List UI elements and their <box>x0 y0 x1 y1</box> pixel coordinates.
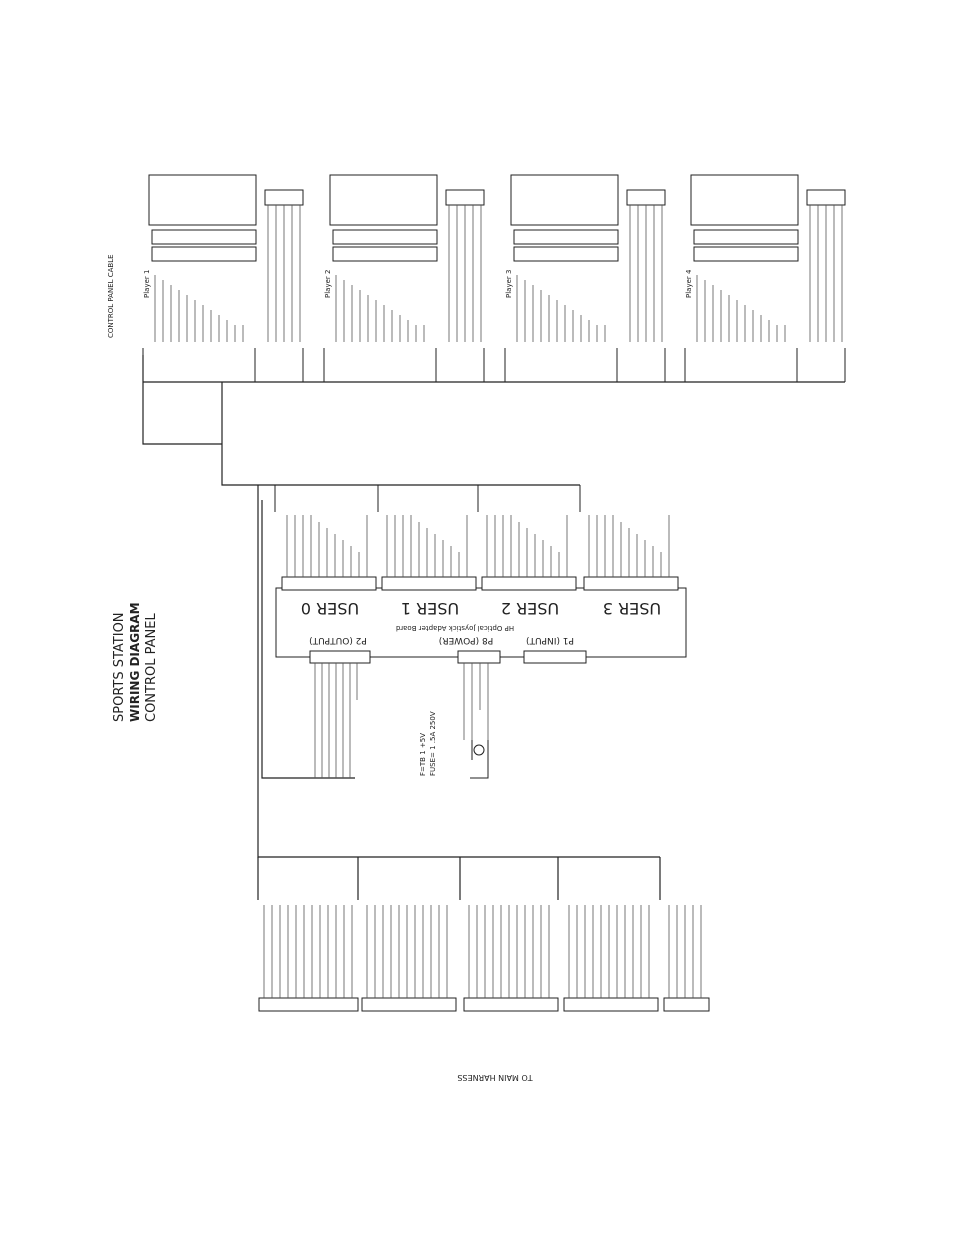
player-module-2: Player 2 <box>324 175 484 382</box>
board-outline <box>276 588 686 657</box>
player-module-3: Player 3 <box>505 175 665 382</box>
harness-label: TO MAIN HARNESS <box>457 1073 533 1082</box>
title-line-2: WIRING DIAGRAM <box>128 602 142 722</box>
user-header-1 <box>382 515 476 590</box>
title-line-3: CONTROL PANEL <box>144 613 159 722</box>
harness-connector-2 <box>362 905 456 1011</box>
title-line-1: SPORTS STATION <box>112 612 127 722</box>
board-name: HP Optical Joystick Adapter Board <box>396 624 514 632</box>
harness-connector-4 <box>564 905 658 1011</box>
player-module-1: Player 1 <box>143 175 303 382</box>
pin-strip <box>694 230 798 244</box>
connector-p8 <box>458 651 500 663</box>
fuse-icon <box>474 745 484 755</box>
output-wires <box>315 663 357 778</box>
switch-box <box>149 175 256 225</box>
pin-strip <box>333 230 437 244</box>
pin-strip <box>152 230 256 244</box>
pin-strip <box>514 247 618 261</box>
player-label: Player 4 <box>685 269 693 298</box>
player-module-4: Player 4 <box>685 175 845 382</box>
pin-strip <box>694 247 798 261</box>
switch-box <box>330 175 437 225</box>
cable-label: CONTROL PANEL CABLE <box>107 254 115 338</box>
connector-label-p1: P1 (INPUT) <box>526 635 574 645</box>
pin-strip <box>514 230 618 244</box>
user-label-1: USER 1 <box>401 599 459 618</box>
player-label: Player 1 <box>143 270 151 298</box>
button-box <box>446 190 484 205</box>
harness-connector-5 <box>664 905 709 1011</box>
button-box <box>807 190 845 205</box>
connector-p2 <box>310 651 370 663</box>
button-box <box>265 190 303 205</box>
player-label: Player 3 <box>505 270 513 298</box>
title-block: SPORTS STATION WIRING DIAGRAM CONTROL PA… <box>112 602 159 722</box>
user-label-3: USER 3 <box>603 599 661 618</box>
harness-connector-1 <box>259 905 358 1011</box>
power-spec-1: F=TB 1 +5V <box>419 733 427 776</box>
switch-box <box>511 175 618 225</box>
adapter-board: USER 0 USER 1 USER 2 USER 3 HP Optical J… <box>276 515 686 663</box>
connector-label-p2: P2 (OUTPUT) <box>309 635 367 645</box>
user-label-0: USER 0 <box>301 599 359 618</box>
user-header-3 <box>584 515 678 590</box>
user-label-2: USER 2 <box>501 599 559 618</box>
pin-strip <box>152 247 256 261</box>
power-wiring: F=TB 1 +5V FUSE= 1 .5A 250V <box>419 663 488 778</box>
harness-connector-3 <box>464 905 558 1011</box>
connector-p1 <box>524 651 586 663</box>
button-box <box>627 190 665 205</box>
connector-label-p8: P8 (POWER) <box>439 635 493 645</box>
switch-box <box>691 175 798 225</box>
user-header-0 <box>282 515 376 590</box>
player-label: Player 2 <box>324 270 332 298</box>
harness-bus <box>258 857 660 900</box>
user-header-2 <box>482 515 576 590</box>
power-spec-2: FUSE= 1 .5A 250V <box>429 711 437 776</box>
pin-strip <box>333 247 437 261</box>
